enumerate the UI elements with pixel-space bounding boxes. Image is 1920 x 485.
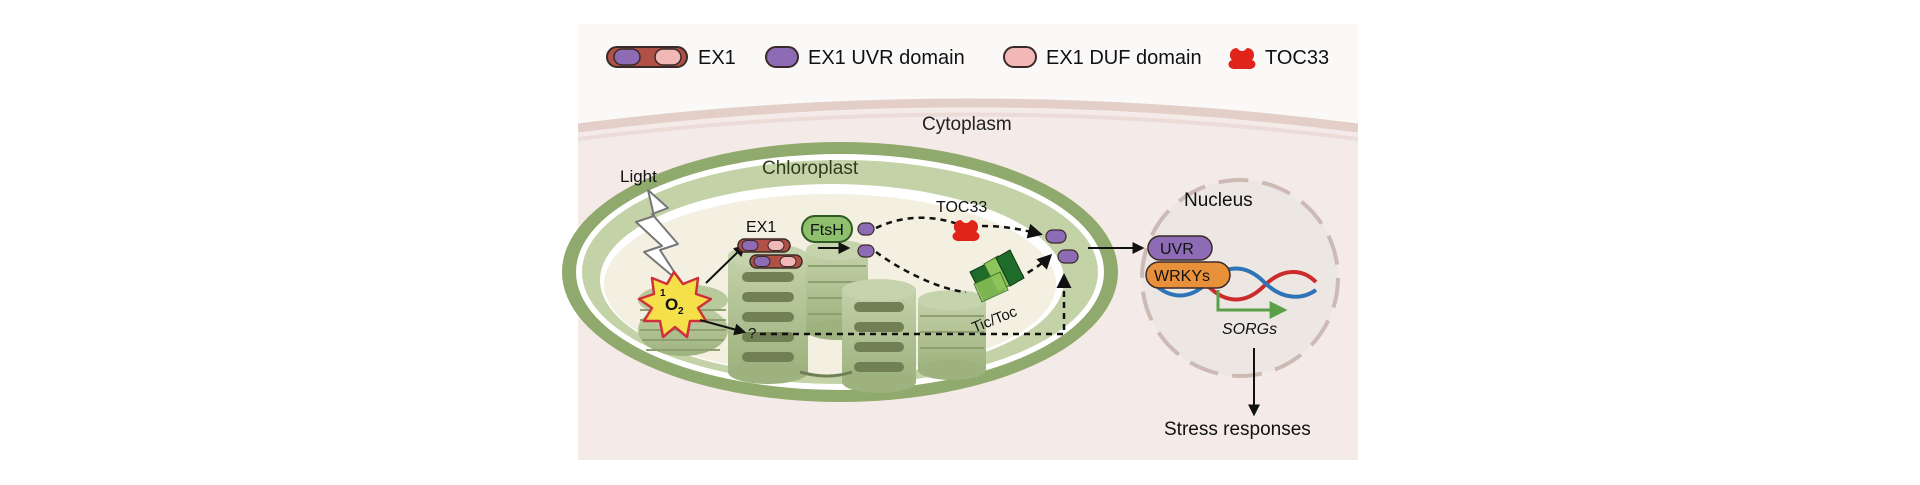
legend-ex1-label: EX1 xyxy=(698,47,736,69)
nucleus-label: Nucleus xyxy=(1184,190,1253,211)
sorgs-label: SORGs xyxy=(1222,321,1277,338)
grana-stack xyxy=(842,279,916,393)
legend-toc33-label: TOC33 xyxy=(1265,47,1329,69)
dashed-path-to-tictoc xyxy=(875,250,967,294)
stress-responses-label: Stress responses xyxy=(1164,419,1311,440)
legend-uvr-icon xyxy=(765,46,799,68)
transcription-arrow xyxy=(1216,290,1288,319)
singlet-oxygen-sub: 2 xyxy=(678,306,684,317)
ftsh-label: FtsH xyxy=(810,222,844,239)
legend-uvr-label: EX1 UVR domain xyxy=(808,47,965,69)
wrkys-label: WRKYs xyxy=(1154,268,1210,285)
light-label: Light xyxy=(620,167,657,186)
toc33-label: TOC33 xyxy=(936,199,987,216)
singlet-oxygen-label: O xyxy=(665,295,678,314)
ftsh-protease: FtsH xyxy=(801,215,853,243)
uvr-fragment-cytoplasm xyxy=(1045,229,1067,244)
arrow-o2-to-unknown xyxy=(699,319,747,336)
legend-ex1-icon xyxy=(606,46,688,68)
chloroplast-label: Chloroplast xyxy=(762,158,859,179)
cytoplasm-label: Cytoplasm xyxy=(922,114,1012,135)
dashed-path-toc33-to-cytoplasm xyxy=(981,223,1043,239)
singlet-oxygen-burst: 1 O 2 xyxy=(637,270,713,339)
dashed-path-unknown-signal xyxy=(760,273,1072,336)
arrow-o2-to-ex1 xyxy=(705,244,746,284)
ex1-label: EX1 xyxy=(746,219,776,236)
legend: EX1 EX1 UVR domain EX1 DUF domain TOC33 xyxy=(606,46,1329,70)
uvr-fragment-cytoplasm xyxy=(1057,249,1079,264)
uvr-fragment xyxy=(857,222,875,236)
ex1-protein xyxy=(749,254,803,269)
dashed-path-to-toc33 xyxy=(875,216,959,230)
uvr-bound: UVR xyxy=(1147,235,1213,261)
legend-duf-label: EX1 DUF domain xyxy=(1046,47,1202,69)
thylakoid-grana xyxy=(638,240,986,393)
toc33-receptor-icon xyxy=(952,220,980,242)
nucleus: Nucleus xyxy=(1140,178,1340,378)
tic-toc-translocon xyxy=(969,249,1025,303)
singlet-oxygen-sup: 1 xyxy=(660,288,666,299)
legend-toc33-icon xyxy=(1228,48,1256,70)
unknown-signal-label: ? xyxy=(748,325,756,342)
legend-duf-icon xyxy=(1003,46,1037,68)
uvr-fragment xyxy=(857,244,875,258)
cell-membrane xyxy=(578,98,1358,133)
ex1-protein xyxy=(737,238,791,253)
wrkys-factor: WRKYs xyxy=(1145,261,1231,289)
uvr-bound-label: UVR xyxy=(1160,241,1194,258)
